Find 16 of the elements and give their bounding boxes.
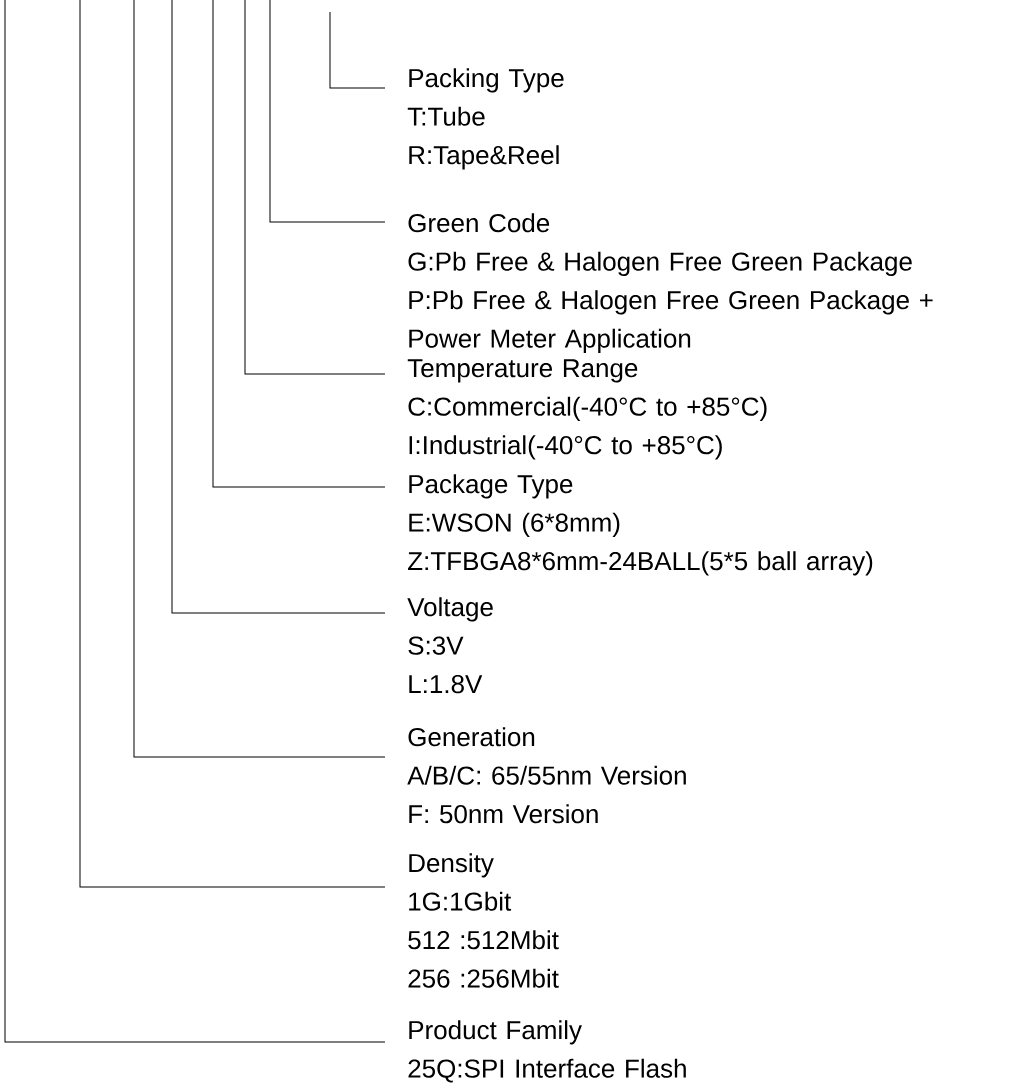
option-list: Generation A/B/C: 65/55nm Version F: 50nm Version xyxy=(407,727,686,824)
option-list: Green Code G:Pb Free & Halogen Free Green Package P:Pb Free & Halogen Free Green Package + Power Meter Application xyxy=(408,213,933,353)
leader-line xyxy=(244,0,386,375)
leader-line xyxy=(79,0,386,888)
option-list: Packing Type T:Tube R:Tape&Reel xyxy=(407,68,564,170)
option-list: Product Family 25Q:SPI Interface Flash xyxy=(408,1020,686,1083)
leader-line xyxy=(269,0,386,223)
leader-line xyxy=(329,11,386,89)
leader-line xyxy=(212,0,386,488)
option-list: Package Type E:WSON (6*8mm) Z:TFBGA8*6mm-24BALL(5*5 ball array) xyxy=(408,474,873,576)
option-list: Voltage S:3V L:1.8V xyxy=(407,597,493,694)
option-list: Density 1G:1Gbit 512 :512Mbit 256 :256Mbit xyxy=(408,853,559,988)
leader-line xyxy=(4,0,386,1043)
option-list: Temperature Range C:Commercial(-40°C to +85°C) I:Industrial(-40°C to +85°C) xyxy=(407,359,767,460)
leader-line xyxy=(171,0,386,614)
leader-line xyxy=(133,0,386,758)
